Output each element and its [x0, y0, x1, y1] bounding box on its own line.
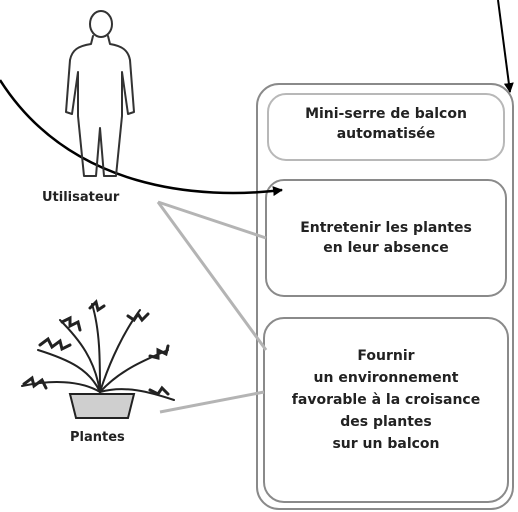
connector-user-function-2 — [156, 201, 268, 351]
function-2-line-5: sur un balcon — [332, 436, 440, 452]
arrow-to-title — [497, 0, 514, 93]
actor-plant-label: Plantes — [70, 430, 125, 445]
system-title-box — [267, 93, 505, 161]
system-title-line-1: Mini-serre de balcon — [305, 106, 467, 122]
arrow-to-function-1 — [0, 79, 283, 197]
actor-user-label: Utilisateur — [42, 190, 120, 205]
function-2-line-3: favorable à la croisance — [291, 392, 481, 408]
function-2-line-2: un environnement — [313, 370, 459, 386]
function-2-label: Fournir un environnement favorable à la … — [262, 345, 510, 455]
function-1-line-1: Entretenir les plantes — [300, 220, 472, 236]
function-2-line-4: des plantes — [340, 414, 432, 430]
connector-user-function-1 — [157, 200, 267, 240]
function-box-2 — [263, 317, 509, 503]
system-title-line-2: automatisée — [336, 126, 436, 142]
potted-plant-icon — [21, 299, 175, 419]
system-boundary — [256, 83, 514, 510]
function-1-label: Entretenir les plantes en leur absence — [268, 218, 504, 258]
function-1-line-2: en leur absence — [323, 240, 449, 256]
connector-plant-function-2 — [159, 390, 265, 414]
system-title: Mini-serre de balcon automatisée — [268, 104, 504, 144]
person-icon — [65, 10, 135, 177]
function-2-line-1: Fournir — [357, 348, 415, 364]
